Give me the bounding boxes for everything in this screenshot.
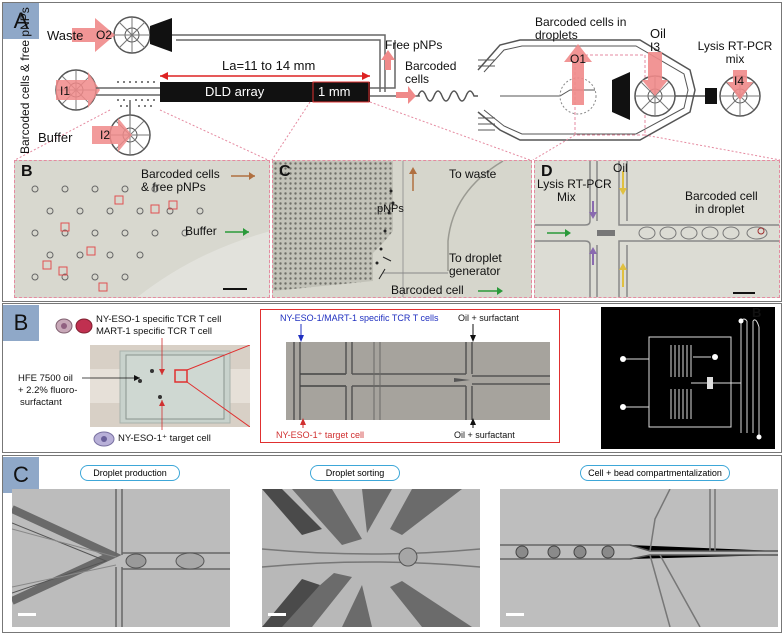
dld-label: DLD array xyxy=(205,84,265,99)
red-label: NY-ESO-1⁺ target cell xyxy=(276,430,364,440)
i4-label: I4 xyxy=(734,74,745,88)
hfe-label-2: + 2.2% fluoro- xyxy=(18,385,78,396)
dld-array-block xyxy=(160,82,370,102)
la-label: La=11 to 14 mm xyxy=(222,58,316,73)
waste-label: Waste xyxy=(47,28,84,43)
buffer-label: Buffer xyxy=(38,130,73,145)
pill-compartmentalization: Cell + bead compartmentalization xyxy=(580,465,730,481)
inlet-i4 xyxy=(675,70,761,117)
oil-surf-top: Oil + surfactant xyxy=(458,313,519,323)
sub-c-pnps: pNPs xyxy=(377,203,404,215)
sub-d-label: D xyxy=(541,163,553,180)
o2-label: O2 xyxy=(96,28,113,42)
i3-label: I3 xyxy=(650,40,661,54)
pointer-lines xyxy=(82,338,165,430)
pill-droplet-sorting: Droplet sorting xyxy=(310,465,400,481)
sub-b-text1: Barcoded cells xyxy=(141,167,220,181)
sub-d-lysis1: Lysis RT-PCR xyxy=(537,177,612,191)
barcoded-in-droplets-label: Barcoded cells in droplets xyxy=(535,15,627,42)
i1-label: I1 xyxy=(60,84,71,98)
o1-arrow xyxy=(564,44,592,105)
sub-d-cell2: in droplet xyxy=(695,202,745,216)
micrograph-droplet-production xyxy=(12,489,230,627)
sub-d-lysis2: Mix xyxy=(557,190,576,204)
i2-label: I2 xyxy=(100,128,111,142)
lysis-label: Lysis RT-PCR mix xyxy=(697,39,773,66)
device-label: B xyxy=(752,305,762,320)
barcoded-cells-label: Barcoded cells xyxy=(405,59,457,86)
panel-a-label: A xyxy=(3,3,39,39)
micrograph-b: B Barcoded cells & free pNPs Buffer xyxy=(14,160,270,298)
pill-droplet-production: Droplet production xyxy=(80,465,180,481)
sub-c-label: C xyxy=(279,163,291,180)
micrograph-droplet-sorting xyxy=(262,489,480,627)
oil-surf-bottom: Oil + surfactant xyxy=(454,430,515,440)
micrograph-compartmentalization xyxy=(500,489,778,627)
micrograph-c: C To waste pNPs To droplet generator Bar… xyxy=(272,160,532,298)
ny-specific-label: NY-ESO-1 specific TCR T cell xyxy=(96,314,222,325)
oil-label: Oil xyxy=(650,26,666,41)
sub-c-cell: Barcoded cell xyxy=(391,283,464,297)
sub-c-droplet1: To droplet xyxy=(449,251,502,265)
waste-arrow xyxy=(72,18,115,52)
inlet-label: Barcoded cells & free pNPs xyxy=(18,7,32,154)
o1-label: O1 xyxy=(570,52,587,66)
device-layout xyxy=(601,307,775,449)
sub-c-waste: To waste xyxy=(449,167,497,181)
free-pnps-label: Free pNPs xyxy=(385,38,443,52)
blue-label: NY-ESO-1/MART-1 specific TCR T cells xyxy=(280,313,439,323)
target-cell-icon xyxy=(93,431,115,447)
zoom-micrograph xyxy=(286,342,550,420)
hfe-label-3: surfactant xyxy=(20,397,62,408)
panel-c-label: C xyxy=(3,457,39,493)
cell-icons xyxy=(55,318,93,334)
mart-specific-label: MART-1 specific TCR T cell xyxy=(96,326,212,337)
sub-b-text2: & free pNPs xyxy=(141,180,206,194)
zoom-arrows xyxy=(298,324,476,428)
inlet-i1 xyxy=(55,69,100,111)
mm-label: 1 mm xyxy=(318,84,351,99)
chip-photo xyxy=(90,345,250,427)
hfe-label-1: HFE 7500 oil xyxy=(18,373,73,384)
sub-b-label: B xyxy=(21,163,33,180)
chip-schematic xyxy=(14,16,781,160)
sub-b-buffer: Buffer xyxy=(185,224,217,238)
micrograph-d: D Oil Lysis RT-PCR Mix Barcoded cell in … xyxy=(534,160,780,298)
inlet-i2 xyxy=(92,114,151,156)
sub-c-droplet2: generator xyxy=(449,264,501,278)
inlet-i3 xyxy=(612,52,676,120)
waste-outlet xyxy=(113,16,172,54)
sub-d-oil: Oil xyxy=(613,161,628,175)
panel-b-label: B xyxy=(3,305,39,341)
target-cell-label: NY-ESO-1⁺ target cell xyxy=(118,433,211,444)
sub-d-cell1: Barcoded cell xyxy=(685,189,758,203)
